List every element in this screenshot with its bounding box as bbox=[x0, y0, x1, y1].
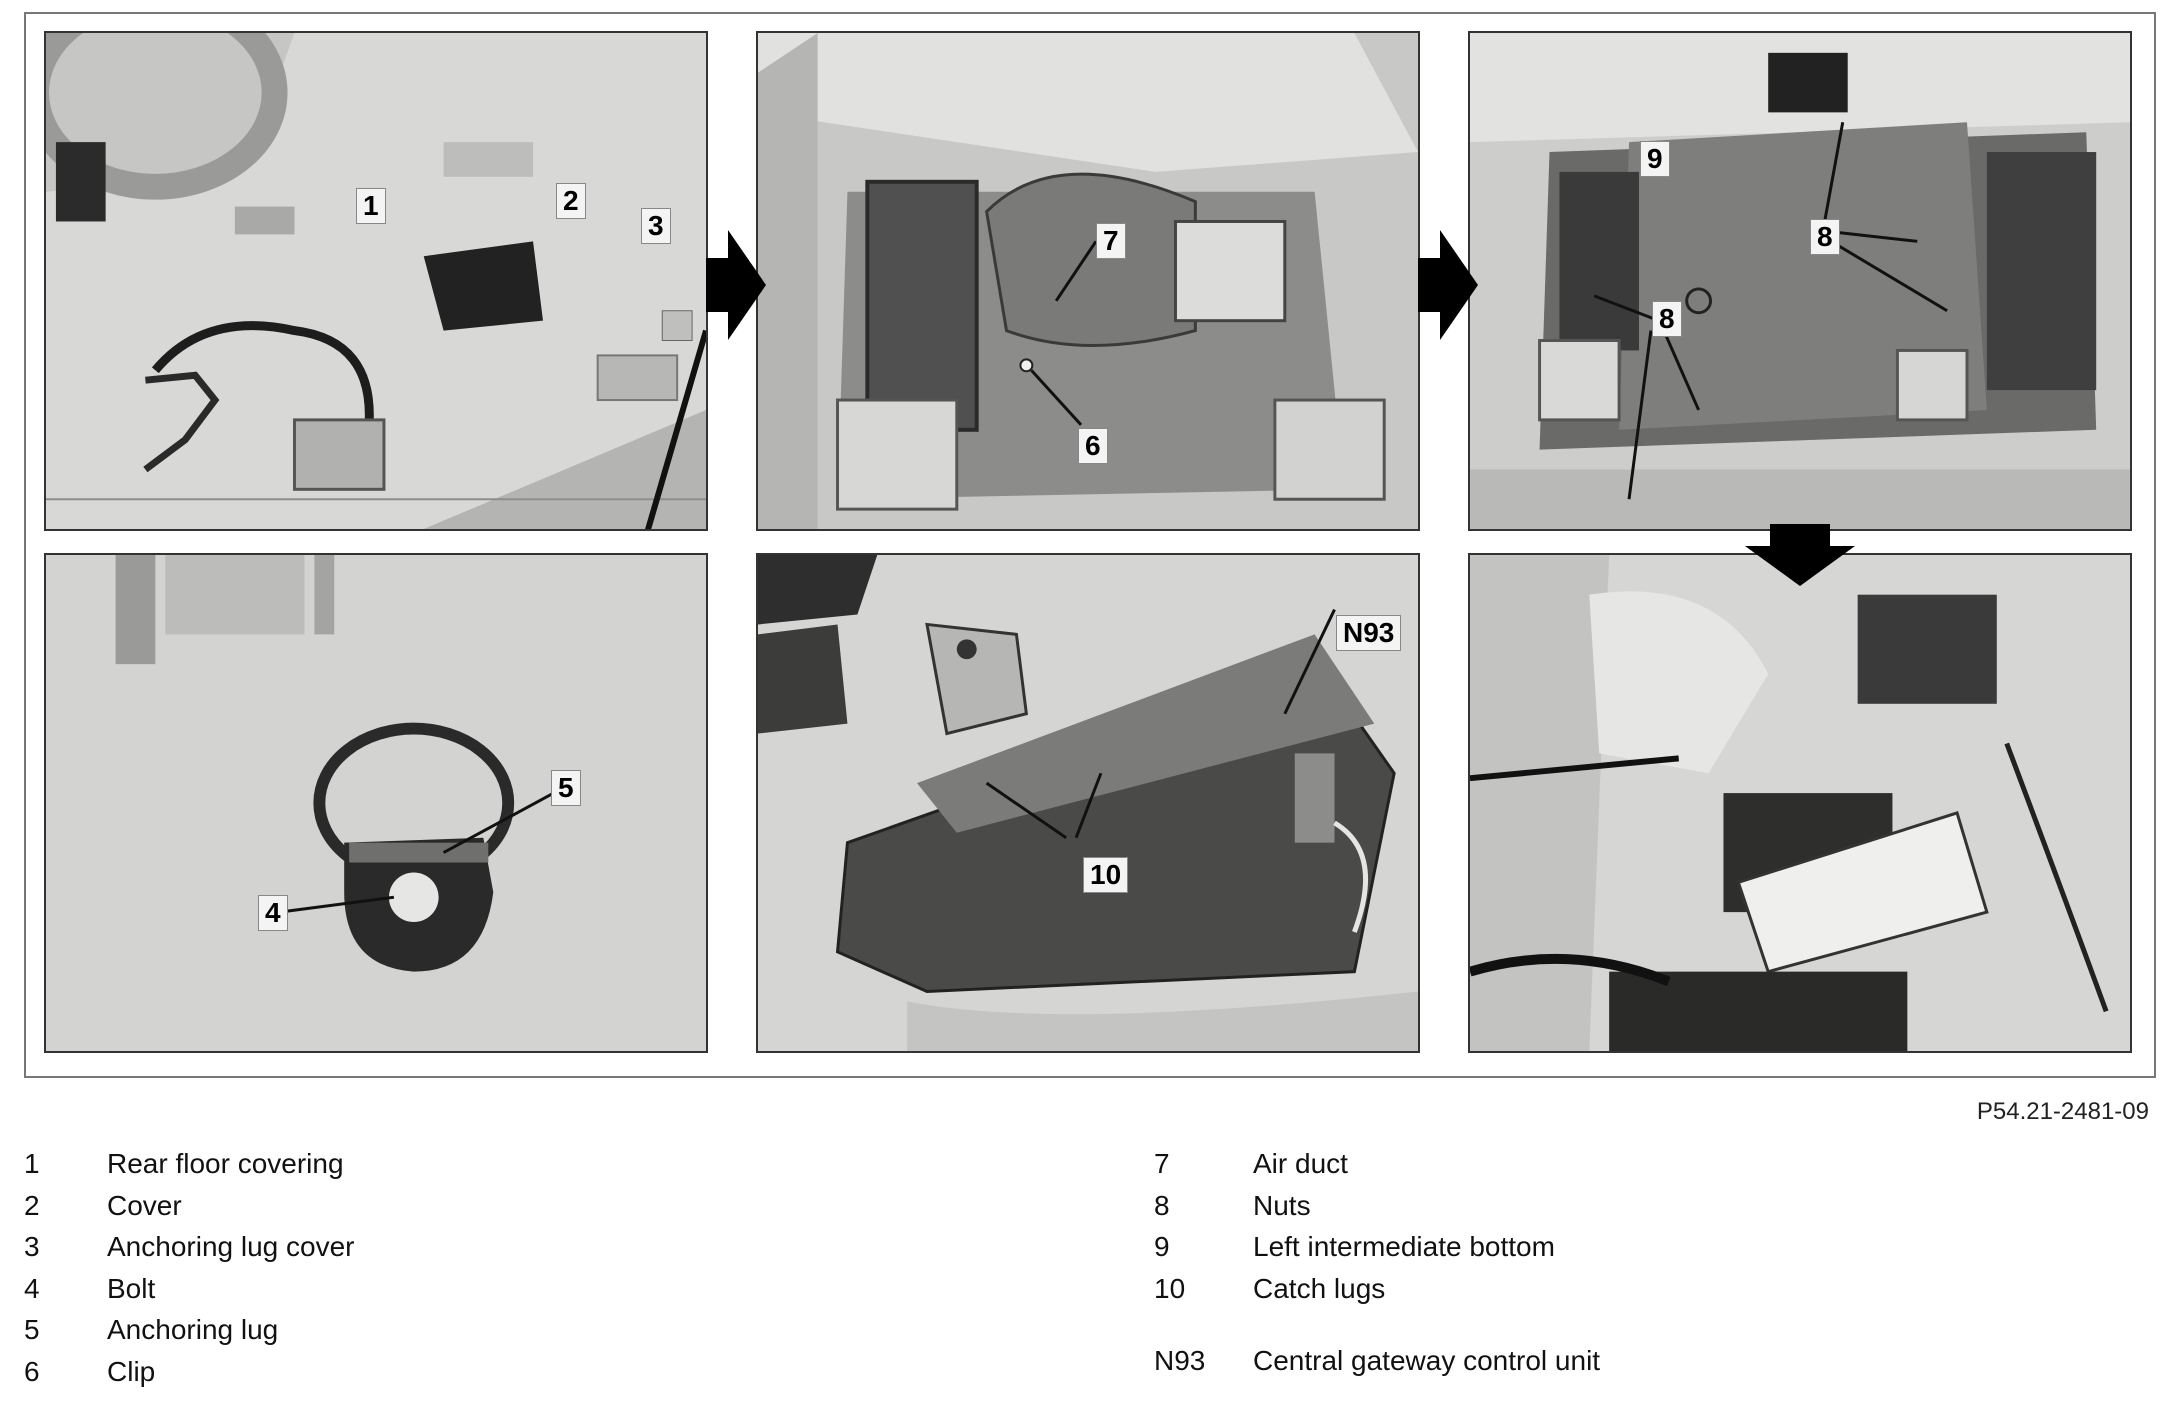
callout-n93: N93 bbox=[1336, 615, 1402, 651]
photo-panel-control-unit-installed bbox=[1468, 553, 2132, 1053]
arrow-right-icon bbox=[706, 230, 766, 340]
arrow-right-icon bbox=[1418, 230, 1478, 340]
photo-panel-control-unit: N93 10 bbox=[756, 553, 1420, 1053]
callout-8-right: 8 bbox=[1810, 219, 1840, 255]
callout-1: 1 bbox=[356, 188, 386, 224]
callout-8-left: 8 bbox=[1652, 301, 1682, 337]
callout-2: 2 bbox=[556, 183, 586, 219]
photo-panel-air-duct: 7 6 bbox=[756, 31, 1420, 531]
callout-4: 4 bbox=[258, 895, 288, 931]
callout-3: 3 bbox=[641, 208, 671, 244]
callout-5: 5 bbox=[551, 770, 581, 806]
figure-id: P54.21-2481-09 bbox=[1976, 1098, 2149, 1125]
arrow-down-icon bbox=[1745, 524, 1855, 586]
callout-6: 6 bbox=[1078, 428, 1108, 464]
callout-10: 10 bbox=[1083, 857, 1129, 893]
callout-9: 9 bbox=[1640, 141, 1670, 177]
photo-panel-anchoring-lug: 5 4 bbox=[44, 553, 708, 1053]
callout-7: 7 bbox=[1096, 223, 1126, 259]
photo-panel-intermediate-bottom: 9 8 8 bbox=[1468, 31, 2132, 531]
photo-panel-rear-floor: 1 2 3 bbox=[44, 31, 708, 531]
